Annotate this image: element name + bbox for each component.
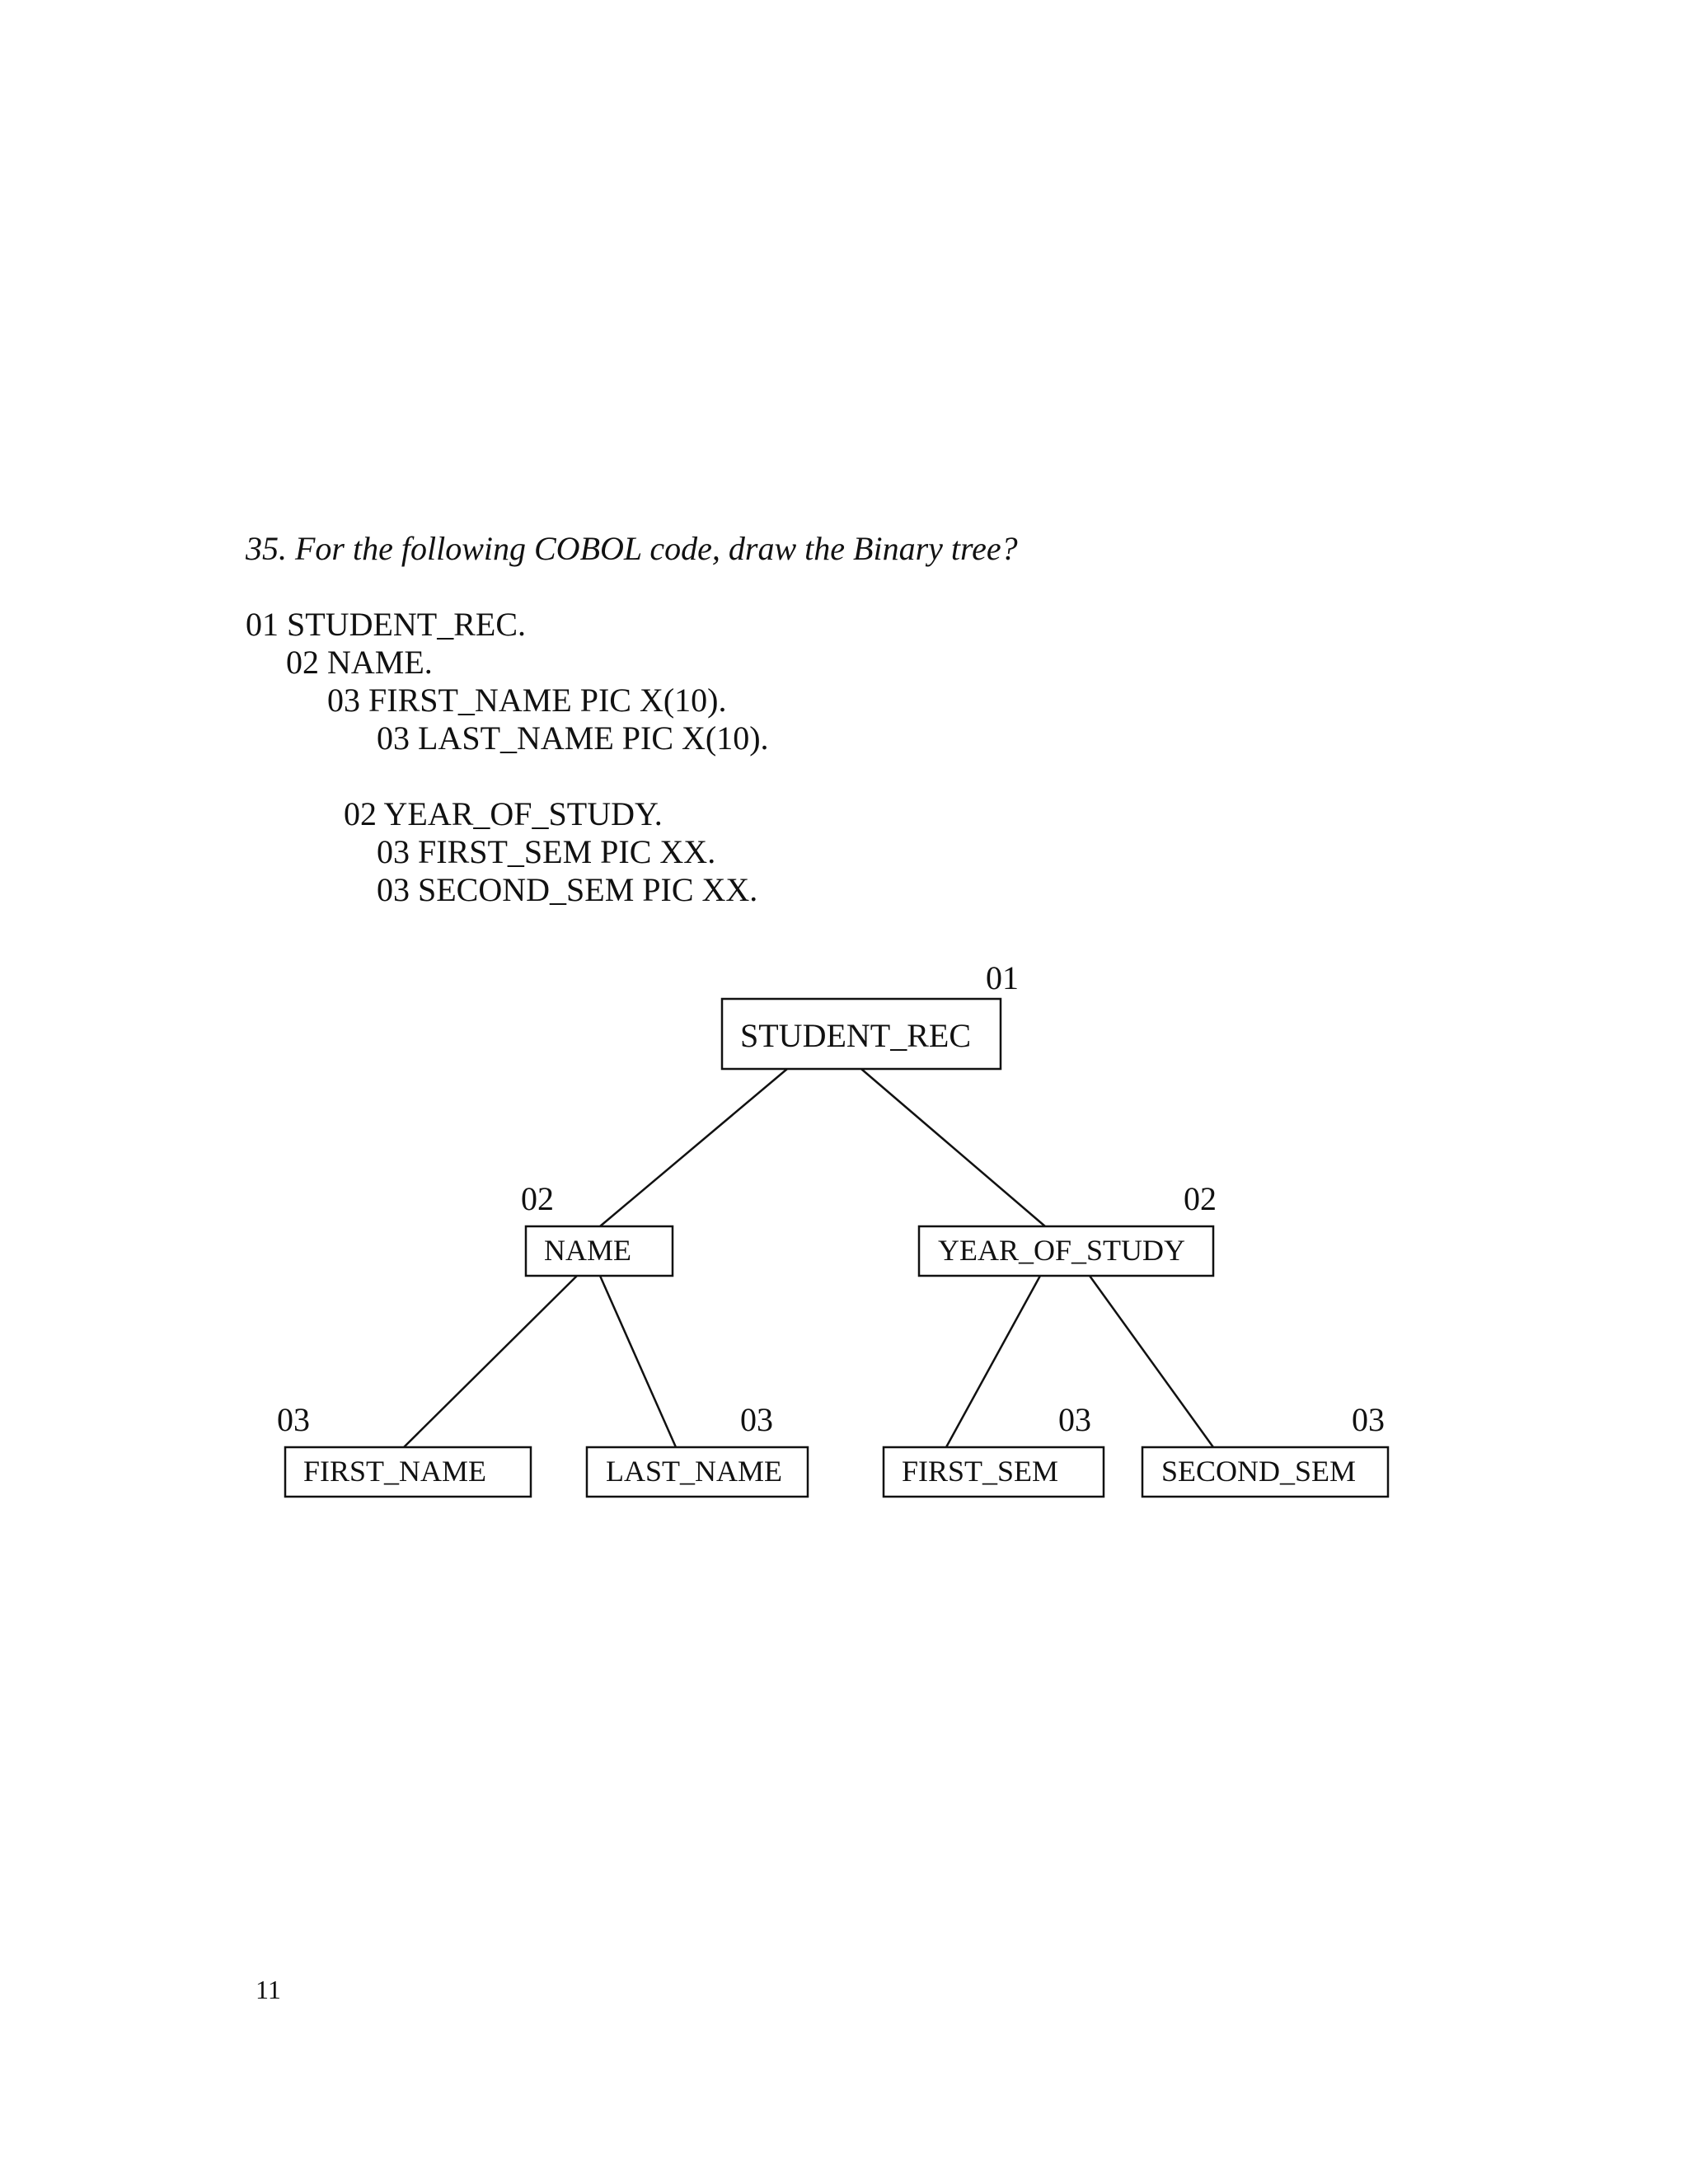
page-number: 11 — [256, 1975, 281, 2004]
tree-edge — [598, 1275, 678, 1448]
code-line: 03 FIRST_NAME PIC X(10). — [327, 682, 727, 719]
code-line: 02 YEAR_OF_STUDY. — [344, 795, 663, 832]
node-label: FIRST_SEM — [902, 1455, 1058, 1488]
tree-edge — [599, 1068, 788, 1227]
node-label: FIRST_NAME — [303, 1455, 486, 1488]
node-label: SECOND_SEM — [1161, 1455, 1356, 1488]
tree-node-student-rec: STUDENT_REC 01 — [720, 959, 1019, 1071]
tree-node-second-sem: SECOND_SEM 03 — [1141, 1401, 1390, 1498]
node-level: 03 — [277, 1401, 310, 1438]
code-line: 01 STUDENT_REC. — [246, 606, 526, 643]
code-line: 02 NAME. — [286, 644, 433, 681]
tree-node-year-of-study: YEAR_OF_STUDY 02 — [917, 1180, 1217, 1277]
node-label: YEAR_OF_STUDY — [938, 1234, 1185, 1267]
tree-edge — [945, 1275, 1042, 1448]
code-line: 03 SECOND_SEM PIC XX. — [377, 871, 758, 908]
code-line: 03 FIRST_SEM PIC XX. — [377, 833, 716, 870]
tree-node-name: NAME 02 — [521, 1180, 674, 1277]
tree-edge — [860, 1068, 1046, 1227]
node-label: NAME — [544, 1234, 631, 1267]
tree-node-first-sem: FIRST_SEM 03 — [882, 1401, 1105, 1498]
tree-edges — [403, 1068, 1215, 1448]
node-label: LAST_NAME — [606, 1455, 782, 1488]
node-level: 03 — [740, 1401, 773, 1438]
question-text: 35. For the following COBOL code, draw t… — [246, 530, 1018, 567]
code-line: 03 LAST_NAME PIC X(10). — [377, 719, 769, 757]
node-level: 02 — [1184, 1180, 1217, 1217]
tree-edge — [403, 1275, 578, 1448]
node-level: 01 — [986, 959, 1019, 996]
node-level: 03 — [1058, 1401, 1091, 1438]
node-label: STUDENT_REC — [740, 1017, 971, 1054]
tree-node-last-name: LAST_NAME 03 — [585, 1401, 809, 1498]
node-level: 03 — [1352, 1401, 1385, 1438]
tree-edge — [1088, 1275, 1215, 1448]
node-level: 02 — [521, 1180, 554, 1217]
tree-node-first-name: FIRST_NAME 03 — [277, 1401, 532, 1498]
